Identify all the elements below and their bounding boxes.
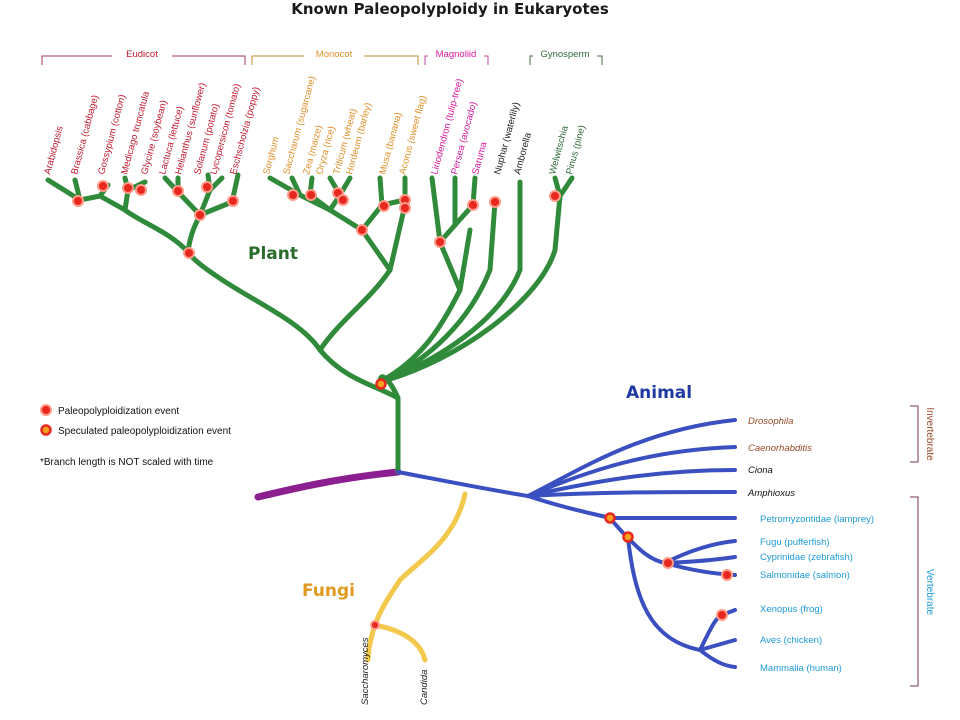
- plant-leaf-label: Amborella: [512, 131, 534, 176]
- plant-leaf-label: Sorghum: [261, 136, 282, 176]
- speculated-legend-text: Speculated paleopolyploidization event: [58, 426, 231, 437]
- plant-leaf-label: Brassica (cabbage): [69, 94, 101, 176]
- root-branch: [254, 468, 402, 501]
- animal-tree: [396, 418, 737, 669]
- animal-group-brackets: [910, 405, 919, 687]
- event-legend-marker: [40, 404, 52, 416]
- animal-leaf-label: Fugu (pufferfish): [760, 537, 830, 548]
- animal-leaf-label: Xenopus (frog): [760, 604, 823, 615]
- animal-kingdom-label: Animal: [626, 383, 692, 403]
- animal-leaf-labels: DrosophilaCaenorhabditisCionaAmphioxusPe…: [747, 416, 874, 674]
- magnoliid-label: Magnoliid: [436, 49, 477, 60]
- animal-leaf-label: Cyprinidae (zebrafish): [760, 552, 853, 563]
- animal-leaf-label: Aves (chicken): [760, 635, 822, 646]
- monocot-label: Monocot: [316, 49, 353, 60]
- plant-leaf-label: Arabidopsis: [42, 125, 66, 176]
- animal-leaf-label: Salmonidae (salmon): [760, 570, 850, 581]
- animal-leaf-label: Petromyzontidae (lamprey): [760, 514, 874, 525]
- gymnosperm-label: Gynosperm: [540, 49, 589, 60]
- fungi-leaf-labels: Saccharomyces Candida: [360, 637, 430, 705]
- eudicot-label: Eudicot: [126, 49, 158, 60]
- speculated-legend-marker: [40, 424, 52, 436]
- invertebrate-label: Invertebrate: [924, 407, 935, 461]
- event-markers: [72, 180, 733, 630]
- animal-leaf-label: Mammalia (human): [760, 663, 842, 674]
- fungi-leaf-label: Candida: [419, 670, 430, 705]
- animal-leaf-label: Ciona: [748, 465, 773, 476]
- animal-leaf-label: Amphioxus: [747, 488, 795, 499]
- animal-leaf-label: Caenorhabditis: [748, 443, 812, 454]
- fungi-leaf-label: Saccharomyces: [360, 637, 371, 705]
- scale-note: *Branch length is NOT scaled with time: [40, 457, 214, 468]
- animal-leaf-label: Drosophila: [748, 416, 793, 427]
- diagram-title: Known Paleopolyploidy in Eukaryotes: [291, 0, 609, 18]
- plant-leaf-label: Acorus (sweet flag): [397, 94, 429, 175]
- plant-kingdom-label: Plant: [248, 244, 298, 264]
- legend: Paleopolyploidization event Speculated p…: [40, 404, 231, 468]
- group-labels: Eudicot Monocot Magnoliid Gynosperm: [112, 46, 597, 60]
- fungi-kingdom-label: Fungi: [302, 581, 355, 601]
- event-legend-text: Paleopolyploidization event: [58, 406, 179, 417]
- plant-leaf-label: Saruma: [470, 140, 489, 176]
- vertebrate-label: Vertebrate: [924, 569, 935, 616]
- fungi-tree: [365, 491, 468, 663]
